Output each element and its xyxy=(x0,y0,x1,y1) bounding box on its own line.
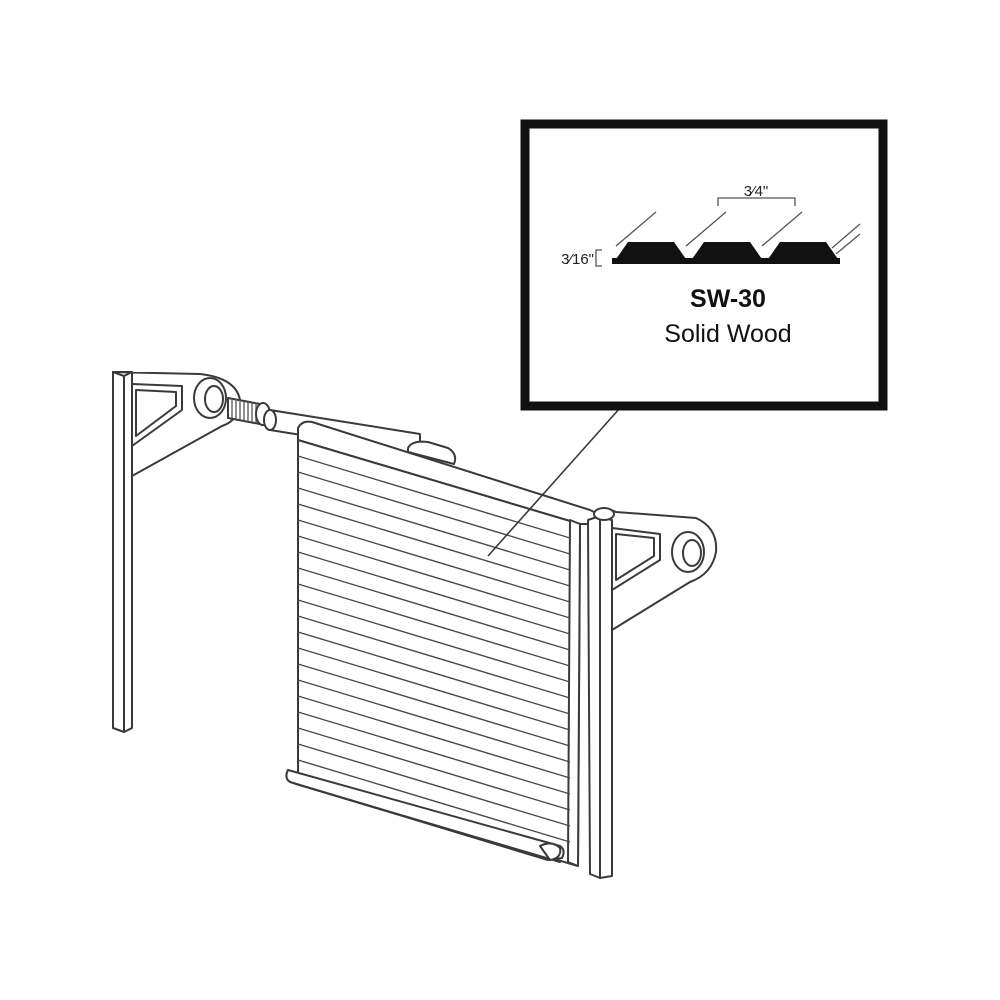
right-bracket xyxy=(587,507,718,879)
width-dimension-label: 3⁄4" xyxy=(744,183,769,200)
width-dimension-bracket xyxy=(717,197,796,206)
callout-leader xyxy=(487,407,621,557)
shutter-curtain xyxy=(285,420,600,867)
left-bracket xyxy=(112,371,241,733)
model-number: SW-30 xyxy=(690,285,766,313)
thickness-dimension-bracket xyxy=(595,249,602,267)
material-name: Solid Wood xyxy=(664,320,791,348)
thickness-dimension-label: 3⁄16" xyxy=(561,251,594,268)
profile-detail-callout: 3⁄4" 3⁄16" SW-30 Solid Wood xyxy=(520,119,888,411)
curtain-slats xyxy=(297,455,571,843)
slat-profile xyxy=(612,211,861,264)
